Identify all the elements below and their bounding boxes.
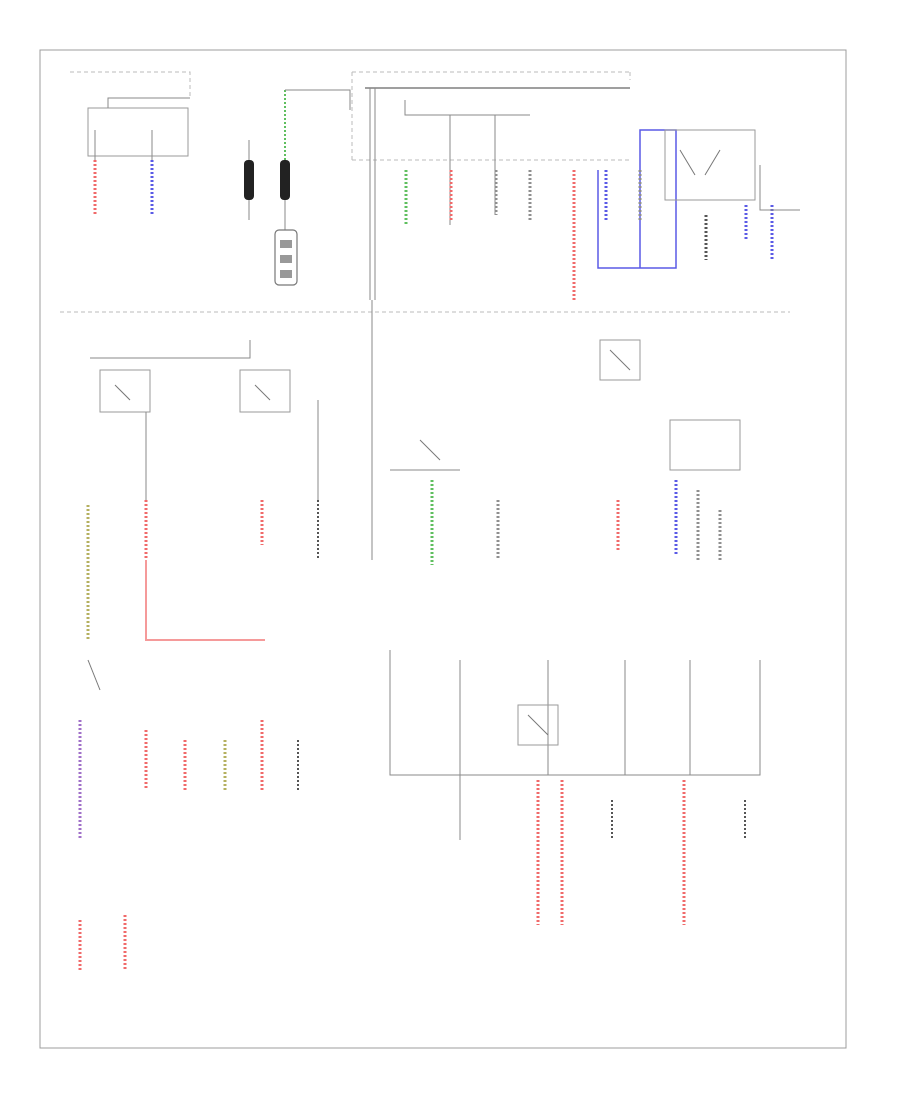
pink-efi-wires <box>536 780 564 925</box>
top-fuse-section <box>60 71 800 313</box>
middle-relay-section <box>90 300 741 565</box>
main-relay-box <box>664 129 756 201</box>
ignition-switch <box>419 439 441 461</box>
fusible-link-2 <box>280 160 290 200</box>
blue-circuit <box>597 129 677 269</box>
main-relay <box>99 369 151 413</box>
starter-relay <box>239 369 291 413</box>
fusible-link-1 <box>244 160 254 200</box>
battery <box>274 229 298 286</box>
fusible-link-box <box>87 107 189 157</box>
efi-relay <box>517 704 559 746</box>
radiator-relay <box>599 339 641 381</box>
ac-relay <box>669 419 741 471</box>
lower-right-section <box>389 650 761 925</box>
lower-left-section <box>78 505 299 970</box>
pink-branch <box>145 560 265 641</box>
diagram-frame <box>39 49 847 1049</box>
